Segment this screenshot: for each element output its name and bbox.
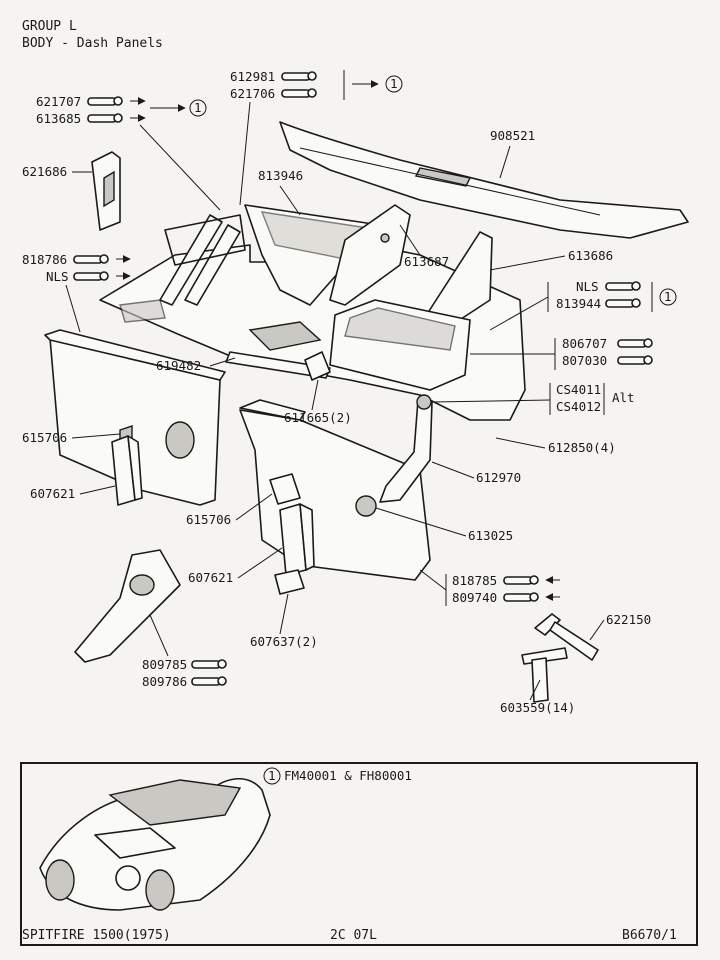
screw-icon	[87, 96, 123, 123]
circle-1-text: 1	[664, 289, 672, 304]
strip-619482	[225, 351, 331, 379]
clip-607637	[274, 569, 305, 595]
label-621706: 621706	[230, 86, 275, 101]
clip-611665	[304, 351, 331, 381]
label-612981: 612981	[230, 69, 275, 84]
screw-icon	[191, 659, 227, 686]
circle-1-marker	[189, 99, 207, 117]
callout-labels: 621707 613685 1 612981 621706 1 908521 6…	[22, 69, 677, 715]
label-619482: 619482	[156, 358, 201, 373]
car-inset-illustration	[39, 778, 271, 911]
bracket-613687	[329, 204, 411, 306]
label-607621-lower: 607621	[188, 570, 233, 585]
label-613025: 613025	[468, 528, 513, 543]
center-panel-813946	[244, 204, 381, 306]
page-header: GROUP L BODY - Dash Panels	[22, 18, 163, 52]
label-cs4012: CS4012	[556, 399, 601, 414]
label-alt: Alt	[612, 390, 635, 405]
circle-1-text: 1	[194, 100, 202, 115]
label-809740: 809740	[452, 590, 497, 605]
screw-icon	[617, 338, 653, 365]
label-603559: 603559(14)	[500, 700, 575, 715]
label-607637: 607637(2)	[250, 634, 318, 649]
circle-1-text: 1	[390, 76, 398, 91]
label-818785: 818785	[452, 573, 497, 588]
inset-note-text: FM40001 & FH80001	[284, 768, 412, 783]
label-809785: 809785	[142, 657, 187, 672]
label-612970: 612970	[476, 470, 521, 485]
bracket-615706-lower	[269, 473, 301, 505]
circle-1-marker	[263, 767, 281, 785]
inset-frame	[20, 762, 698, 946]
screw-icon	[73, 254, 109, 281]
footer-model: SPITFIRE 1500(1975)	[22, 928, 171, 943]
label-806707: 806707	[562, 336, 607, 351]
label-807030: 807030	[562, 353, 607, 368]
label-813944: 813944	[556, 296, 601, 311]
label-622150: 622150	[606, 612, 651, 627]
footer-page-code: 2C 07L	[330, 928, 377, 943]
bracket-607621-lower	[279, 503, 315, 576]
footer-ref: B6670/1	[622, 928, 677, 943]
label-621686: 621686	[22, 164, 67, 179]
tool-622150	[534, 613, 599, 661]
left-uprights	[159, 214, 246, 306]
pedestal-809785	[74, 549, 181, 663]
label-613686: 613686	[568, 248, 613, 263]
circle-1-marker	[659, 288, 677, 306]
group-title: GROUP L	[22, 19, 77, 34]
duct-612970	[379, 394, 433, 503]
label-nls-b: NLS	[576, 279, 599, 294]
label-621707: 621707	[36, 94, 81, 109]
label-908521: 908521	[490, 128, 535, 143]
label-613687: 613687	[404, 254, 449, 269]
top-rail-908521	[279, 121, 689, 239]
label-809786: 809786	[142, 674, 187, 689]
label-cs4011: CS4011	[556, 382, 601, 397]
label-612850: 612850(4)	[548, 440, 616, 455]
circle-1-marker	[385, 75, 403, 93]
label-818786: 818786	[22, 252, 67, 267]
screw-icon	[281, 71, 317, 98]
inset-note-marker: 1	[268, 768, 276, 783]
inset-note: 1 FM40001 & FH80001	[263, 767, 412, 785]
screw-icon	[605, 281, 641, 308]
glovebox-tray	[329, 299, 471, 391]
tool-603559	[521, 647, 568, 703]
label-nls-a: NLS	[46, 269, 69, 284]
screw-icon	[503, 575, 539, 602]
label-615706-upper: 615706	[22, 430, 67, 445]
label-611665: 611665(2)	[284, 410, 352, 425]
label-613685: 613685	[36, 111, 81, 126]
bracket-607621-left	[111, 435, 143, 506]
section-title: BODY - Dash Panels	[22, 36, 163, 51]
label-615706-lower: 615706	[186, 512, 231, 527]
label-813946: 813946	[258, 168, 303, 183]
bracket-621686	[91, 151, 121, 231]
label-607621-upper: 607621	[30, 486, 75, 501]
